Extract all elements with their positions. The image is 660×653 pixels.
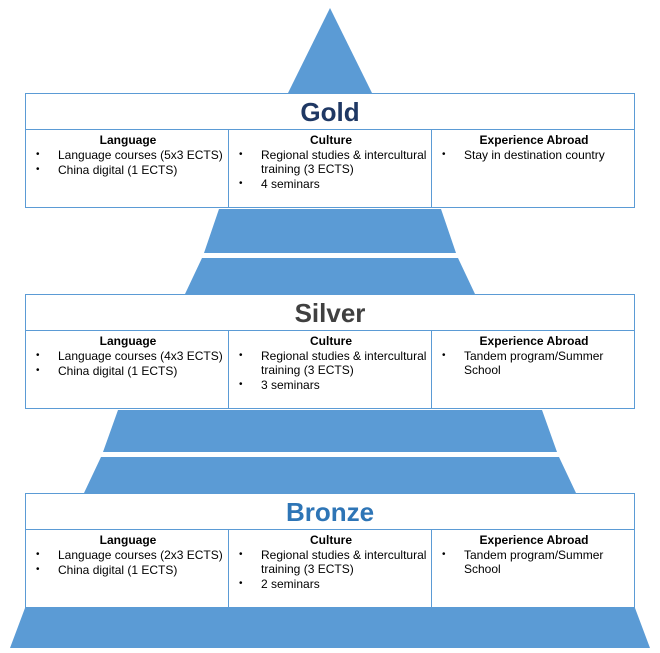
list-item: Regional studies & intercultural trainin… — [235, 148, 427, 176]
column-culture: Culture Regional studies & intercultural… — [228, 130, 431, 207]
tier-columns: Language Language courses (4x3 ECTS) Chi… — [25, 331, 635, 409]
column-heading: Experience Abroad — [479, 533, 589, 547]
pyramid-band-1 — [204, 209, 456, 253]
column-heading: Culture — [310, 533, 352, 547]
column-heading: Culture — [310, 133, 352, 147]
column-culture: Culture Regional studies & intercultural… — [228, 331, 431, 408]
list-item: Language courses (2x3 ECTS) — [32, 548, 224, 562]
list-item: Tandem program/Summer School — [438, 349, 630, 377]
column-heading: Language — [99, 334, 157, 348]
column-language: Language Language courses (4x3 ECTS) Chi… — [26, 331, 228, 408]
column-experience-abroad: Experience Abroad Stay in destination co… — [431, 130, 634, 207]
bullet-list: Language courses (5x3 ECTS) China digita… — [32, 148, 224, 177]
list-item: Regional studies & intercultural trainin… — [235, 349, 427, 377]
pyramid-base — [10, 608, 650, 648]
list-item: Regional studies & intercultural trainin… — [235, 548, 427, 576]
column-heading: Experience Abroad — [479, 334, 589, 348]
tier-columns: Language Language courses (2x3 ECTS) Chi… — [25, 530, 635, 608]
tier-title-gold: Gold — [25, 93, 635, 130]
tier-title-silver: Silver — [25, 294, 635, 331]
tier-title-bronze: Bronze — [25, 493, 635, 530]
bullet-list: Stay in destination country — [438, 148, 630, 162]
column-language: Language Language courses (5x3 ECTS) Chi… — [26, 130, 228, 207]
pyramid-apex — [288, 8, 372, 93]
list-item: China digital (1 ECTS) — [32, 563, 224, 577]
list-item: Language courses (4x3 ECTS) — [32, 349, 224, 363]
tier-gold: Gold Language Language courses (5x3 ECTS… — [25, 93, 635, 208]
list-item: Stay in destination country — [438, 148, 630, 162]
pyramid-band-3 — [103, 410, 557, 452]
column-heading: Language — [99, 533, 157, 547]
list-item: 2 seminars — [235, 577, 427, 591]
list-item: 4 seminars — [235, 177, 427, 191]
bullet-list: Tandem program/Summer School — [438, 548, 630, 576]
column-heading: Culture — [310, 334, 352, 348]
list-item: China digital (1 ECTS) — [32, 163, 224, 177]
pyramid-band-4 — [84, 457, 576, 493]
bullet-list: Regional studies & intercultural trainin… — [235, 148, 427, 191]
column-heading: Experience Abroad — [479, 133, 589, 147]
bullet-list: Regional studies & intercultural trainin… — [235, 349, 427, 392]
bullet-list: Regional studies & intercultural trainin… — [235, 548, 427, 591]
column-experience-abroad: Experience Abroad Tandem program/Summer … — [431, 530, 634, 607]
column-experience-abroad: Experience Abroad Tandem program/Summer … — [431, 331, 634, 408]
list-item: 3 seminars — [235, 378, 427, 392]
bullet-list: Language courses (2x3 ECTS) China digita… — [32, 548, 224, 577]
bullet-list: Tandem program/Summer School — [438, 349, 630, 377]
pyramid-band-2 — [185, 258, 475, 294]
column-culture: Culture Regional studies & intercultural… — [228, 530, 431, 607]
list-item: Tandem program/Summer School — [438, 548, 630, 576]
tier-columns: Language Language courses (5x3 ECTS) Chi… — [25, 130, 635, 208]
bullet-list: Language courses (4x3 ECTS) China digita… — [32, 349, 224, 378]
list-item: Language courses (5x3 ECTS) — [32, 148, 224, 162]
tier-bronze: Bronze Language Language courses (2x3 EC… — [25, 493, 635, 608]
column-heading: Language — [99, 133, 157, 147]
list-item: China digital (1 ECTS) — [32, 364, 224, 378]
tier-silver: Silver Language Language courses (4x3 EC… — [25, 294, 635, 409]
column-language: Language Language courses (2x3 ECTS) Chi… — [26, 530, 228, 607]
